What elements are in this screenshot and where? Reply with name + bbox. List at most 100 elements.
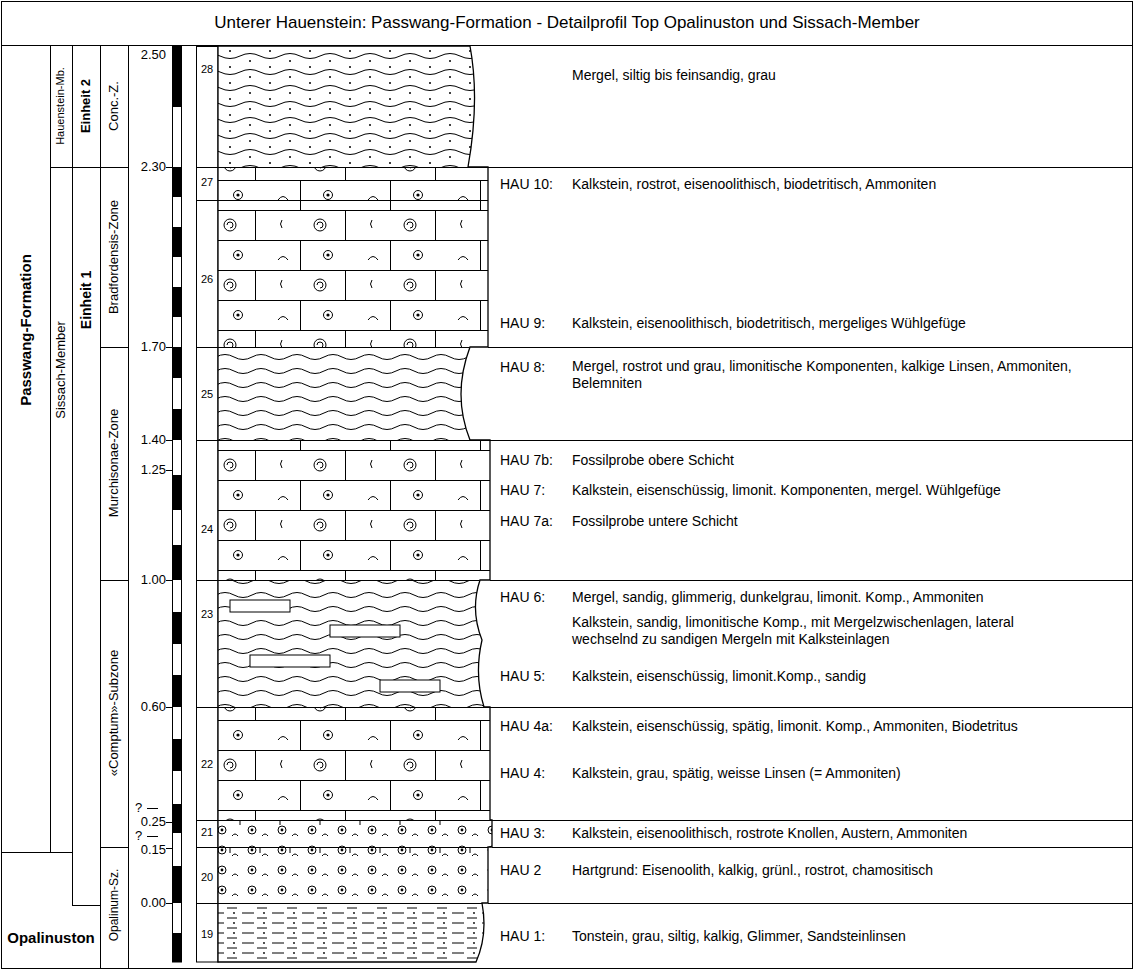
zone-cell: Conc.-Z. (100, 46, 128, 167)
bed-number: 25 (201, 388, 213, 401)
bed-number-column (196, 167, 218, 168)
scale-bar (172, 287, 182, 317)
lithology (218, 46, 508, 167)
vertical-unit-label: Hauenstein-Mb. (54, 67, 67, 145)
bed-description: Kalkstein, eisenoolithisch, biodetritisc… (572, 315, 966, 332)
vertical-unit-label: Opalinum-Sz. (107, 869, 121, 942)
vertical-unit-label: Bradfordensis-Zone (106, 200, 122, 314)
lithology (218, 347, 508, 440)
bed-description: Kalkstein, eisenschüssig, spätig, limoni… (572, 718, 1018, 735)
vertical-unit-label: Conc.-Z. (106, 81, 122, 131)
vertical-unit-label: Murchisonae-Zone (106, 409, 122, 517)
scale-value: 1.40 (141, 432, 166, 448)
scale-ticks (147, 168, 172, 904)
bed-boundary-lines (488, 167, 1132, 168)
unit-label: Opalinuston (7, 929, 95, 947)
sample-code: HAU 7: (500, 482, 545, 499)
bed-description: Tonstein, grau, siltig, kalkig, Glimmer,… (572, 928, 906, 945)
bed-number-column (197, 47, 219, 963)
bed-description: Kalkstein, sandig, limonitische Komp., m… (572, 614, 1052, 648)
bed-boundary-lines (492, 847, 1132, 848)
unit-columns (2, 852, 72, 853)
scale-bar (172, 227, 182, 257)
zone-cell: Murchisonae-Zone (100, 347, 128, 580)
bed-boundary-lines (490, 440, 1132, 441)
member-cell: Hauenstein-Mb. (50, 46, 72, 167)
lithology (218, 903, 508, 904)
lithology (230, 847, 470, 853)
vertical-unit-label: Passwang-Formation (17, 254, 35, 406)
bed-number: 24 (201, 523, 213, 536)
bed-description: Fossilprobe untere Schicht (572, 513, 738, 530)
lithology (218, 820, 508, 847)
bed-number-column (196, 580, 218, 581)
sample-code: HAU 10: (500, 176, 553, 193)
sample-code: HAU 4a: (500, 718, 553, 735)
scale-bar (172, 675, 182, 707)
sample-code: HAU 9: (500, 315, 545, 332)
lithology (218, 167, 508, 168)
bed-number-box: 21 (196, 820, 218, 847)
zone-cell: Opalinum-Sz. (100, 847, 128, 969)
bed-number-box: 28 (196, 46, 218, 167)
unit-columns (128, 46, 129, 969)
scale-value: ? (135, 800, 142, 816)
bed-description: Hartgrund: Eisenoolith, kalkig, grünl., … (572, 862, 933, 879)
scale-bar (172, 739, 182, 771)
lithology (218, 46, 508, 962)
sample-code: HAU 3: (500, 825, 545, 842)
scale-ticks (166, 580, 172, 581)
scale-bar (172, 46, 182, 107)
scale-value: 0.15 (141, 842, 166, 858)
unit-columns (72, 46, 73, 905)
scale-bar (173, 47, 182, 963)
lithology (218, 440, 508, 580)
scale-value: 1.00 (141, 572, 166, 588)
lithology (218, 820, 508, 821)
lithology (218, 707, 508, 820)
lithology (218, 200, 508, 201)
bed-description: Kalkstein, grau, spätig, weisse Linsen (… (572, 765, 901, 782)
scale-bar (172, 46, 182, 962)
scale-bar (172, 866, 182, 903)
limestone-lenses (330, 625, 400, 637)
lithology (218, 580, 508, 581)
bed-number-column (196, 440, 218, 441)
diagram-title: Unterer Hauenstein: Passwang-Formation -… (214, 13, 920, 33)
unit-columns (2, 46, 129, 969)
scale-ticks (166, 470, 172, 471)
member-cell: Sissach-Member (50, 167, 72, 852)
bed-description: Kalkstein, rostrot, eisenoolithisch, bio… (572, 176, 936, 193)
sample-code: HAU 8: (500, 359, 545, 376)
bed-number-column (196, 200, 218, 201)
bed-boundary-lines (488, 168, 1132, 904)
scale-ticks (166, 707, 172, 708)
bed-number-box: 24 (196, 440, 218, 580)
scale-bar (172, 933, 182, 962)
unit-columns (50, 167, 128, 168)
lithology (218, 903, 508, 962)
sample-code: HAU 4: (500, 765, 545, 782)
scale-ticks (166, 903, 172, 904)
formation-cell: Passwang-Formation (2, 46, 50, 852)
bed-description: Mergel, sandig, glimmerig, dunkelgrau, l… (572, 589, 984, 606)
limestone-lenses (380, 680, 440, 692)
scale-value: 1.70 (141, 339, 166, 355)
bed-description: Kalkstein, eisenschüssig, limonit. Kompo… (572, 482, 1001, 499)
limestone-lenses (230, 600, 290, 612)
zone-cell: Bradfordensis-Zone (100, 167, 128, 347)
lithology (218, 847, 508, 848)
bed-boundary-lines (490, 707, 1132, 708)
unit-cell: Einheit 1 (72, 167, 100, 905)
scale-bar (172, 167, 182, 197)
bed-boundary-lines (488, 347, 1132, 348)
bed-number: 28 (201, 63, 213, 76)
scale-bar (172, 545, 182, 580)
frame (1, 45, 1133, 46)
bed-description: Kalkstein, eisenschüssig, limonit.Komp.,… (572, 668, 866, 685)
unit-columns (100, 580, 128, 581)
scale-ticks (166, 822, 172, 823)
scale-bar (172, 804, 182, 833)
